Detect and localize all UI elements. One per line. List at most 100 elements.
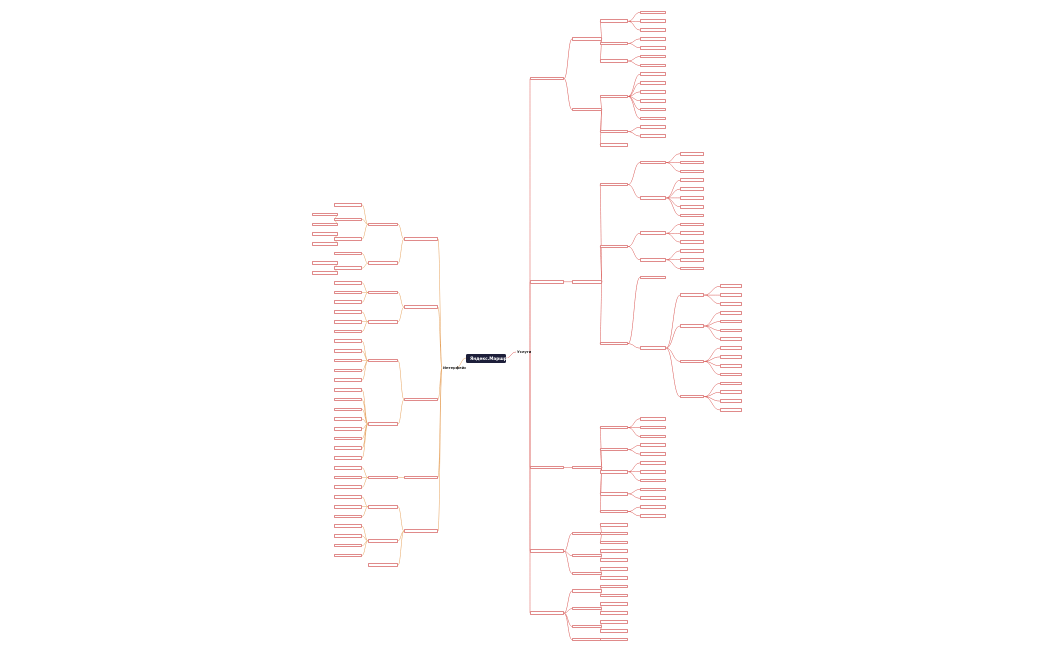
topic-node[interactable] (530, 465, 564, 470)
topic-node[interactable] (600, 425, 628, 430)
topic-node[interactable] (600, 492, 628, 496)
topic-node[interactable] (640, 19, 666, 24)
topic-node[interactable] (334, 553, 362, 558)
topic-node[interactable] (334, 446, 362, 451)
topic-node[interactable] (600, 584, 628, 589)
topic-node[interactable] (404, 475, 438, 480)
topic-node[interactable] (572, 571, 602, 576)
topic-node[interactable] (572, 606, 602, 611)
topic-node[interactable] (640, 45, 666, 50)
topic-node[interactable] (334, 388, 362, 392)
topic-node[interactable] (334, 203, 362, 207)
topic-node[interactable] (334, 217, 362, 222)
topic-node[interactable] (312, 242, 338, 246)
topic-node[interactable] (368, 538, 398, 543)
topic-node[interactable] (640, 81, 666, 85)
topic-node[interactable] (600, 244, 628, 249)
topic-node[interactable] (720, 381, 742, 386)
topic-node[interactable] (334, 495, 362, 499)
topic-node[interactable] (680, 169, 704, 174)
topic-node[interactable] (368, 475, 398, 480)
topic-node[interactable] (334, 407, 362, 412)
topic-node[interactable] (720, 346, 742, 350)
topic-node[interactable] (600, 567, 628, 571)
topic-node[interactable] (640, 496, 666, 501)
topic-node[interactable] (720, 399, 742, 403)
topic-node[interactable] (680, 151, 704, 156)
topic-node[interactable] (334, 456, 362, 460)
topic-node[interactable] (368, 504, 398, 509)
topic-node[interactable] (640, 98, 666, 103)
topic-node[interactable] (334, 534, 362, 538)
topic-node[interactable] (334, 290, 362, 295)
topic-node[interactable] (600, 637, 628, 642)
topic-node[interactable] (720, 337, 742, 342)
central-topic[interactable]: Яндекс.Маршруты (466, 353, 516, 363)
topic-node[interactable] (334, 543, 362, 548)
topic-node[interactable] (680, 257, 704, 262)
topic-node[interactable] (680, 231, 704, 236)
topic-node[interactable] (640, 160, 666, 165)
topic-node[interactable] (530, 611, 564, 615)
topic-node[interactable] (404, 237, 438, 241)
topic-node[interactable] (640, 107, 666, 112)
topic-node[interactable] (368, 222, 398, 227)
topic-node[interactable] (680, 293, 704, 297)
topic-node[interactable] (368, 290, 398, 295)
topic-node[interactable] (572, 37, 602, 41)
topic-node[interactable] (404, 397, 438, 402)
topic-node[interactable] (368, 422, 398, 426)
topic-node[interactable] (720, 310, 742, 315)
topic-node[interactable] (680, 359, 704, 364)
topic-node[interactable] (530, 549, 564, 554)
topic-node[interactable] (640, 478, 666, 483)
topic-node[interactable] (640, 487, 666, 492)
topic-node[interactable] (640, 346, 666, 350)
topic-node[interactable] (640, 54, 666, 59)
topic-node[interactable] (600, 19, 628, 24)
topic-node[interactable] (720, 390, 742, 395)
topic-node[interactable] (572, 624, 602, 629)
topic-node[interactable] (640, 469, 666, 474)
topic-node[interactable] (572, 589, 602, 593)
topic-node[interactable] (680, 240, 704, 244)
topic-node[interactable] (600, 628, 628, 633)
topic-node[interactable] (720, 284, 742, 289)
topic-node[interactable] (720, 319, 742, 324)
topic-node[interactable] (334, 436, 362, 441)
topic-node[interactable] (334, 310, 362, 314)
topic-node[interactable] (640, 434, 666, 439)
topic-node[interactable] (600, 182, 628, 187)
topic-node[interactable] (600, 540, 628, 545)
topic-node[interactable] (640, 116, 666, 121)
topic-node[interactable] (640, 275, 666, 280)
topic-node[interactable] (680, 266, 704, 271)
topic-node[interactable] (640, 196, 666, 200)
topic-node[interactable] (530, 76, 564, 81)
topic-node[interactable] (640, 90, 666, 94)
topic-node[interactable] (334, 378, 362, 382)
topic-node[interactable] (572, 637, 602, 642)
topic-node[interactable] (334, 300, 362, 305)
topic-node[interactable] (572, 107, 602, 112)
topic-node[interactable] (680, 187, 704, 191)
main-branch-right[interactable]: Услуги (517, 349, 532, 354)
topic-node[interactable] (640, 443, 666, 448)
topic-node[interactable] (640, 37, 666, 41)
topic-node[interactable] (640, 134, 666, 138)
topic-node[interactable] (680, 204, 704, 209)
topic-node[interactable] (334, 266, 362, 270)
topic-node[interactable] (334, 397, 362, 402)
topic-node[interactable] (640, 461, 666, 465)
topic-node[interactable] (334, 485, 362, 490)
topic-node[interactable] (640, 416, 666, 421)
topic-node[interactable] (680, 324, 704, 328)
topic-node[interactable] (640, 452, 666, 456)
topic-node[interactable] (680, 196, 704, 200)
topic-node[interactable] (640, 514, 666, 518)
topic-node[interactable] (334, 329, 362, 334)
topic-node[interactable] (334, 465, 362, 470)
topic-node[interactable] (368, 261, 398, 266)
topic-node[interactable] (720, 408, 742, 412)
topic-node[interactable] (334, 349, 362, 353)
